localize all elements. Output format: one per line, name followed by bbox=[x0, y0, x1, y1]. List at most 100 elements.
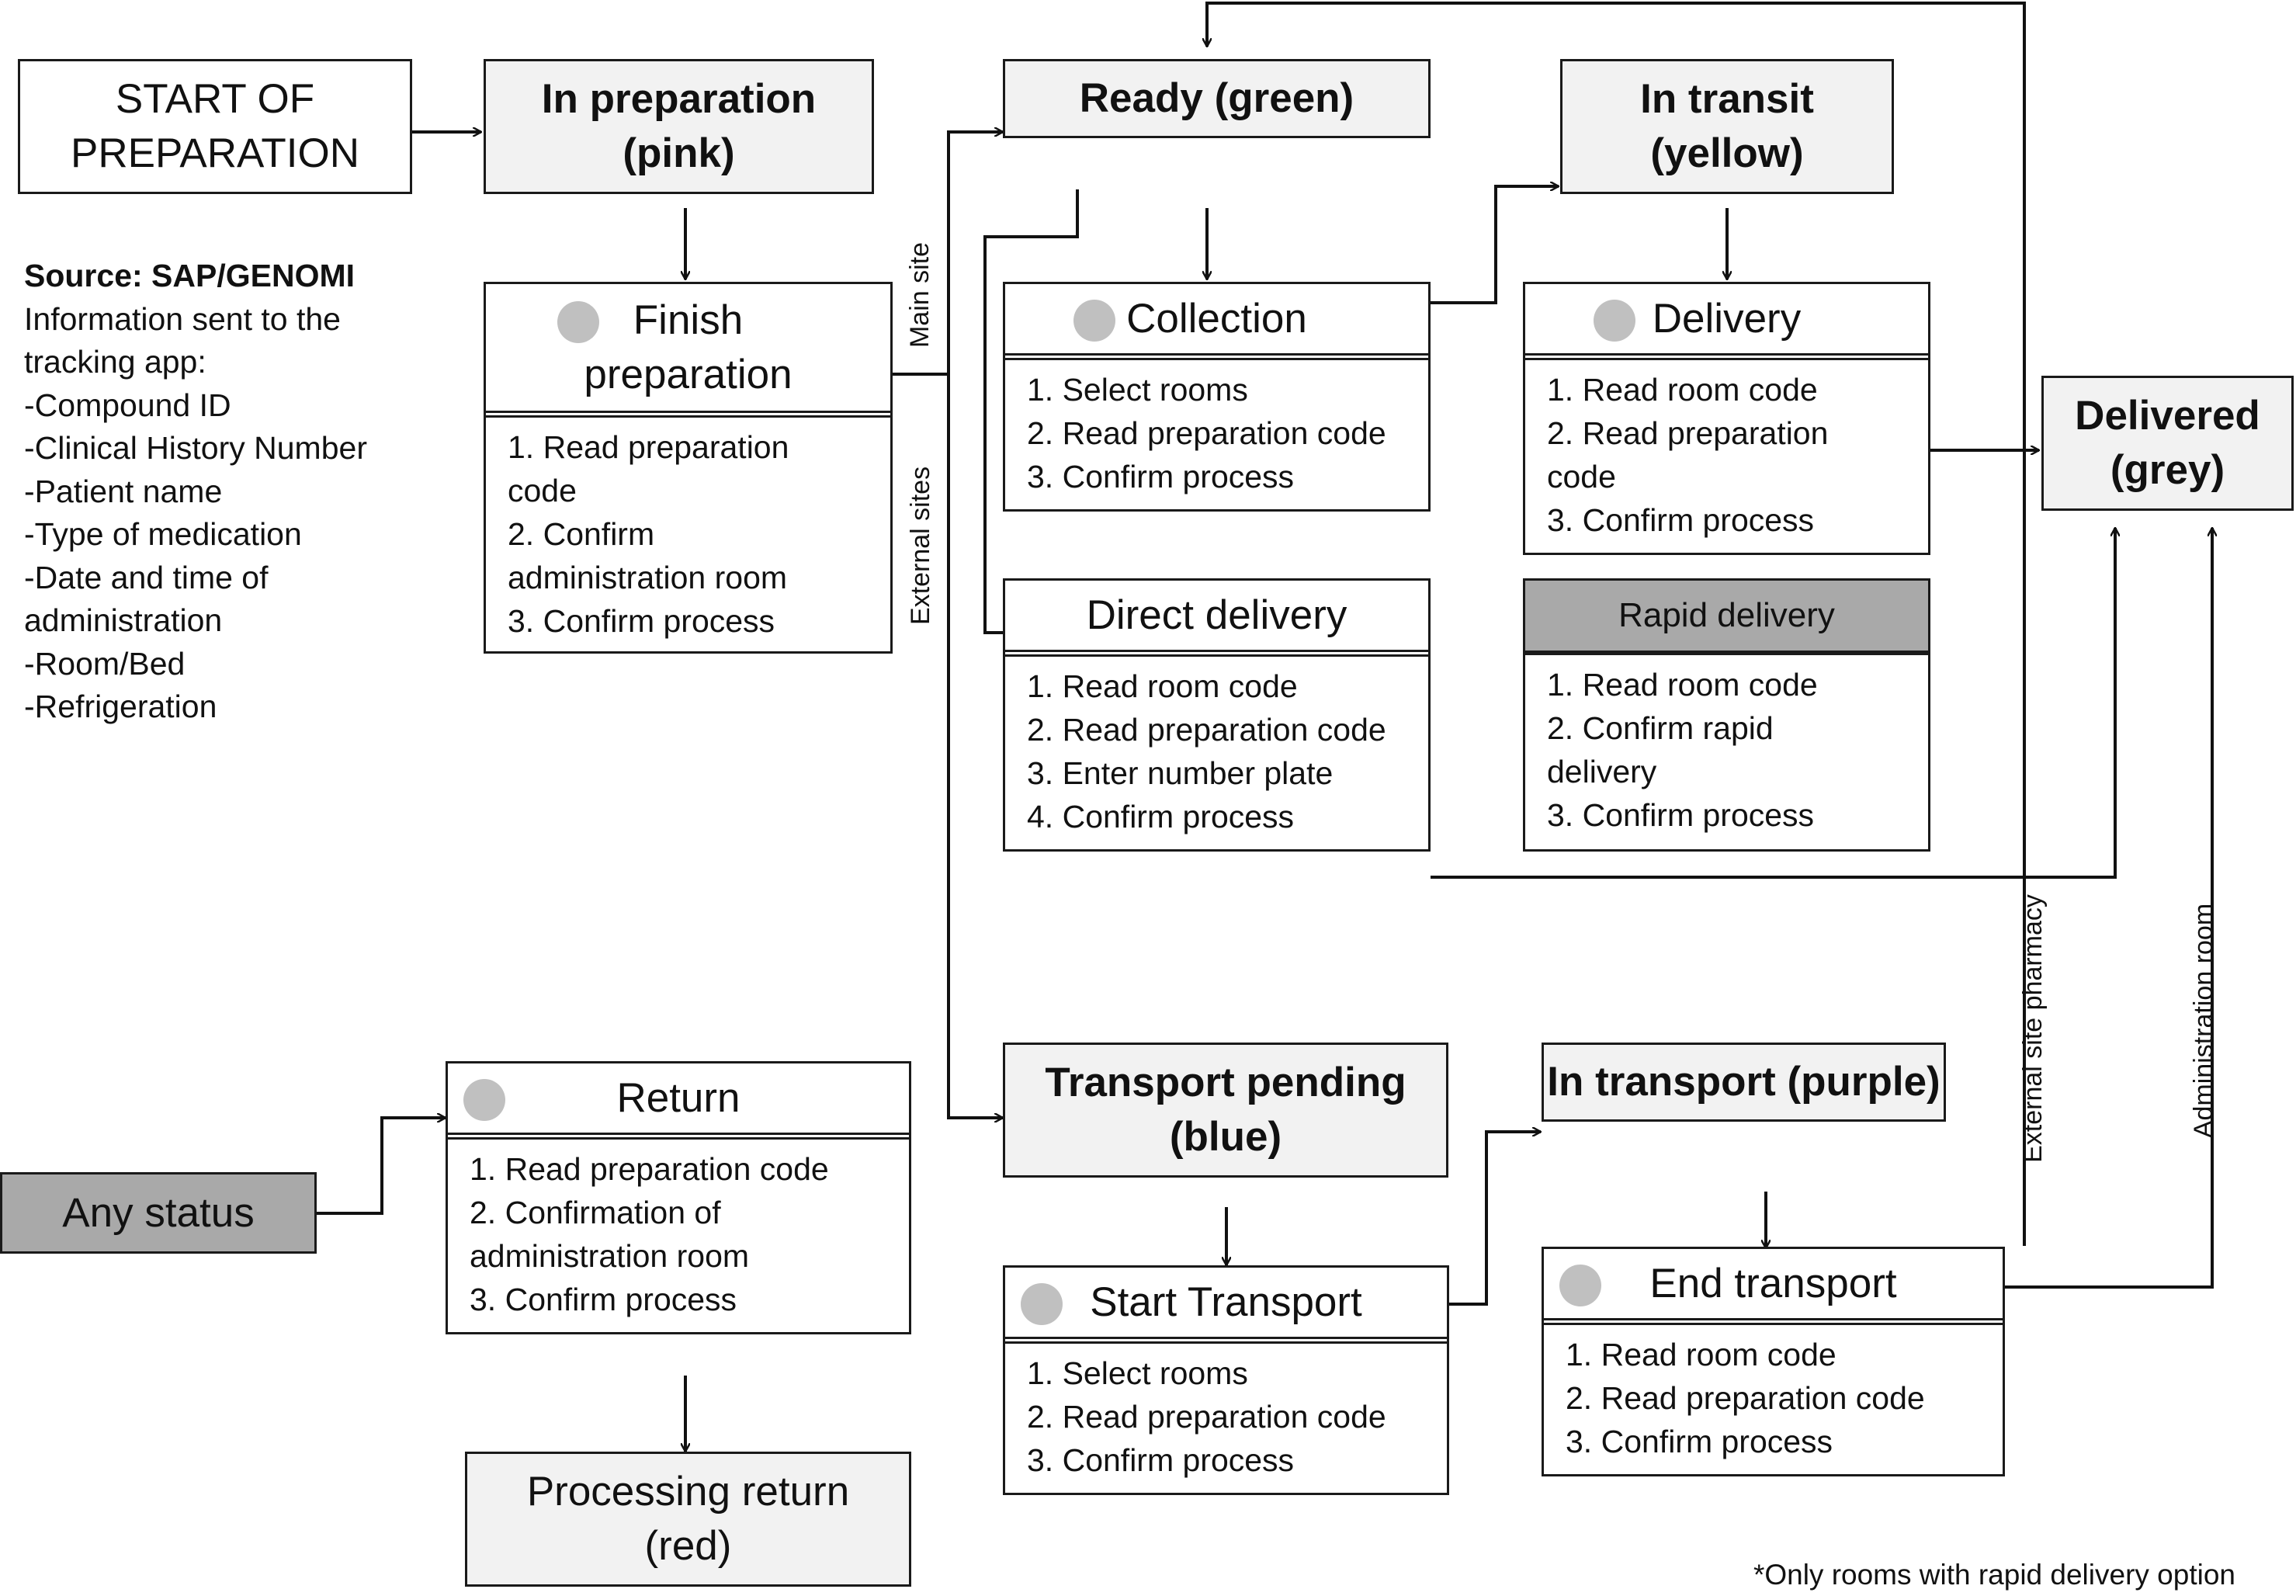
process-collection-header: Collection bbox=[1005, 284, 1428, 360]
process-collection: Collection 1. Select rooms 2. Read prepa… bbox=[1003, 282, 1431, 512]
process-step: 1. Read room code bbox=[1547, 372, 1818, 408]
process-title: Finish preparation bbox=[584, 297, 793, 397]
info-line: -Type of medication bbox=[24, 516, 302, 552]
process-step: 3. Enter number plate bbox=[1027, 755, 1334, 791]
status-any-status: Any status bbox=[0, 1172, 317, 1254]
edge-label-external-sites: External sites bbox=[906, 466, 935, 625]
status-delivered-label: Delivered (grey) bbox=[2075, 393, 2260, 493]
status-dot-icon bbox=[1559, 1265, 1601, 1306]
process-step: 2. Read preparation code bbox=[1027, 1399, 1386, 1435]
status-in-transit: In transit (yellow) bbox=[1560, 59, 1894, 194]
process-start-transport-header: Start Transport bbox=[1005, 1268, 1447, 1344]
process-steps: 1. Read room code 2. Read preparation co… bbox=[1544, 1325, 2003, 1463]
process-step: 3. Confirm process bbox=[1566, 1424, 1833, 1459]
status-dot-icon bbox=[1073, 300, 1115, 342]
status-dot-icon bbox=[1021, 1283, 1063, 1325]
process-step: 3. Confirm process bbox=[508, 603, 775, 639]
process-step: 1. Select rooms bbox=[1027, 1355, 1248, 1391]
status-in-transport: In transport (purple) bbox=[1542, 1043, 1946, 1122]
process-end-transport: End transport 1. Read room code 2. Read … bbox=[1542, 1247, 2005, 1476]
status-dot-icon bbox=[463, 1079, 505, 1121]
process-title: Return bbox=[616, 1074, 740, 1121]
process-step: 1. Read room code bbox=[1027, 668, 1298, 704]
status-transport-pending: Transport pending (blue) bbox=[1003, 1043, 1448, 1178]
process-rapid-delivery-header: Rapid delivery bbox=[1525, 581, 1928, 655]
process-finish-preparation: Finish preparation 1. Read preparation c… bbox=[484, 282, 893, 654]
process-steps: 1. Read room code 2. Read preparation co… bbox=[1525, 360, 1928, 542]
status-transport-pending-label: Transport pending (blue) bbox=[1045, 1060, 1406, 1160]
process-title: Collection bbox=[1126, 295, 1307, 342]
info-line: -Patient name bbox=[24, 473, 223, 509]
process-delivery: Delivery 1. Read room code 2. Read prepa… bbox=[1523, 282, 1930, 555]
process-step: 1. Read preparation bbox=[508, 429, 789, 465]
info-line: Information sent to the bbox=[24, 300, 341, 337]
edge-label-administration-room: Administration room bbox=[2189, 903, 2218, 1139]
process-steps: 1. Select rooms 2. Read preparation code… bbox=[1005, 360, 1428, 498]
process-step: 2. Confirm rapid bbox=[1547, 710, 1774, 746]
process-step: 1. Read room code bbox=[1547, 667, 1818, 703]
process-step: 2. Read preparation code bbox=[1027, 415, 1386, 451]
process-step: 3. Confirm process bbox=[1547, 502, 1815, 538]
process-step: 2. Read preparation code bbox=[1566, 1380, 1925, 1416]
status-ready-label: Ready (green) bbox=[1079, 75, 1354, 121]
status-dot-icon bbox=[557, 301, 599, 343]
process-step: 1. Read room code bbox=[1566, 1337, 1836, 1372]
info-line: -Date and time of bbox=[24, 559, 269, 595]
process-step: 3. Confirm process bbox=[1027, 1442, 1295, 1478]
process-step: 2. Confirm bbox=[508, 516, 655, 552]
process-end-transport-header: End transport bbox=[1544, 1249, 2003, 1325]
status-in-transport-label: In transport (purple) bbox=[1547, 1059, 1941, 1105]
process-steps: 1. Read room code 2. Confirm rapid deliv… bbox=[1525, 655, 1928, 837]
process-step: administration room bbox=[508, 560, 788, 595]
process-steps: 1. Read preparation code 2. Confirmation… bbox=[448, 1140, 909, 1321]
info-line: -Refrigeration bbox=[24, 689, 217, 724]
status-ready: Ready (green) bbox=[1003, 59, 1431, 138]
process-step: 3. Confirm process bbox=[470, 1282, 737, 1317]
process-finish-preparation-header: Finish preparation bbox=[486, 284, 890, 418]
process-direct-delivery: Direct delivery 1. Read room code 2. Rea… bbox=[1003, 578, 1431, 852]
status-in-preparation-label: In preparation (pink) bbox=[541, 76, 817, 176]
process-return: Return 1. Read preparation code 2. Confi… bbox=[446, 1061, 911, 1334]
process-step: 1. Read preparation code bbox=[470, 1151, 829, 1187]
status-in-preparation: In preparation (pink) bbox=[484, 59, 874, 194]
info-source: Source: SAP/GENOMI bbox=[24, 258, 355, 293]
process-direct-delivery-header: Direct delivery bbox=[1005, 581, 1428, 657]
status-dot-icon bbox=[1594, 300, 1635, 342]
edge-label-external-site-pharmacy: External site pharmacy bbox=[2018, 894, 2048, 1163]
process-step: 2. Read preparation bbox=[1547, 415, 1829, 451]
start-of-preparation-box: START OF PREPARATION bbox=[18, 59, 412, 194]
status-processing-return-label: Processing return (red) bbox=[526, 1469, 850, 1569]
arrow-start-to-in-transport bbox=[1449, 1132, 1541, 1306]
edge-label-main-site: Main site bbox=[905, 241, 935, 349]
process-title: Rapid delivery bbox=[1618, 596, 1835, 634]
status-in-transit-label: In transit (yellow) bbox=[1640, 76, 1814, 176]
process-delivery-header: Delivery bbox=[1525, 284, 1928, 360]
process-step: code bbox=[508, 473, 577, 508]
process-step: 2. Confirmation of bbox=[470, 1195, 721, 1230]
process-steps: 1. Select rooms 2. Read preparation code… bbox=[1005, 1344, 1447, 1482]
process-rapid-delivery: Rapid delivery 1. Read room code 2. Conf… bbox=[1523, 578, 1930, 852]
process-step: 2. Read preparation code bbox=[1027, 712, 1386, 748]
process-step: code bbox=[1547, 459, 1616, 494]
process-steps: 1. Read preparation code 2. Confirm admi… bbox=[486, 418, 890, 643]
process-title: Direct delivery bbox=[1086, 592, 1347, 638]
info-line: -Room/Bed bbox=[24, 645, 186, 682]
info-line: administration bbox=[24, 602, 223, 638]
process-title: End transport bbox=[1649, 1260, 1897, 1306]
process-step: 3. Confirm process bbox=[1027, 459, 1295, 494]
process-return-header: Return bbox=[448, 1063, 909, 1140]
process-step: delivery bbox=[1547, 754, 1657, 789]
info-line: tracking app: bbox=[24, 344, 206, 380]
arrow-external-sites-to-transport bbox=[947, 374, 1003, 1118]
process-step: 4. Confirm process bbox=[1027, 799, 1295, 834]
status-processing-return: Processing return (red) bbox=[465, 1452, 911, 1587]
start-of-preparation-label: START OF PREPARATION bbox=[70, 76, 360, 176]
status-any-status-label: Any status bbox=[62, 1189, 255, 1236]
process-step: 1. Select rooms bbox=[1027, 372, 1248, 408]
process-steps: 1. Read room code 2. Read preparation co… bbox=[1005, 657, 1428, 838]
arrow-any-status-to-return bbox=[317, 1118, 446, 1215]
process-step: 3. Confirm process bbox=[1547, 797, 1815, 833]
process-start-transport: Start Transport 1. Select rooms 2. Read … bbox=[1003, 1265, 1449, 1495]
information-panel: Source: SAP/GENOMI Information sent to t… bbox=[24, 255, 367, 729]
info-line: -Clinical History Number bbox=[24, 430, 367, 466]
